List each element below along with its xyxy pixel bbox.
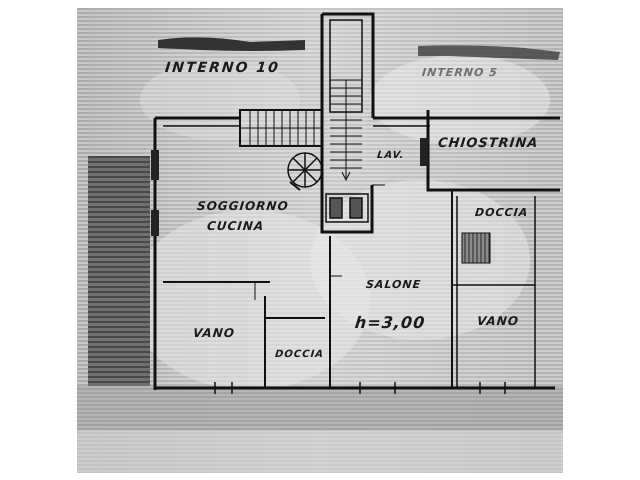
- neighbor-unit-label: INTERNO 5: [421, 66, 499, 79]
- room-label-soggiorno: SOGGIORNO: [196, 199, 290, 213]
- redaction-left: [158, 37, 305, 51]
- stair-treads: [329, 19, 363, 182]
- redaction-right: [418, 45, 560, 60]
- bottom-openings: [214, 382, 506, 394]
- exterior-hatch-left: [88, 156, 150, 386]
- unit-label: INTERNO 10: [164, 60, 281, 76]
- window-left-2: [151, 210, 159, 236]
- room-label-lav: LAV.: [376, 150, 405, 161]
- room-label-vano-left: VANO: [192, 326, 236, 340]
- horizontal-stair: [239, 109, 323, 147]
- door-marks: [254, 184, 385, 300]
- room-label-cucina: CUCINA: [206, 219, 265, 233]
- window-left-1: [151, 150, 159, 180]
- room-label-chiostrina: CHIOSTRINA: [437, 136, 540, 151]
- room-label-vano-right: VANO: [476, 314, 520, 328]
- window-chiostrina: [420, 138, 428, 166]
- radiator-doccia: [461, 232, 491, 264]
- room-label-doccia-lower: DOCCIA: [274, 349, 325, 360]
- lav-fixtures: [325, 193, 369, 223]
- ceiling-height-label: h=3,00: [354, 313, 427, 332]
- room-label-doccia-upper: DOCCIA: [474, 206, 529, 219]
- spiral-stair: [287, 152, 323, 191]
- room-label-salone: SALONE: [365, 278, 422, 291]
